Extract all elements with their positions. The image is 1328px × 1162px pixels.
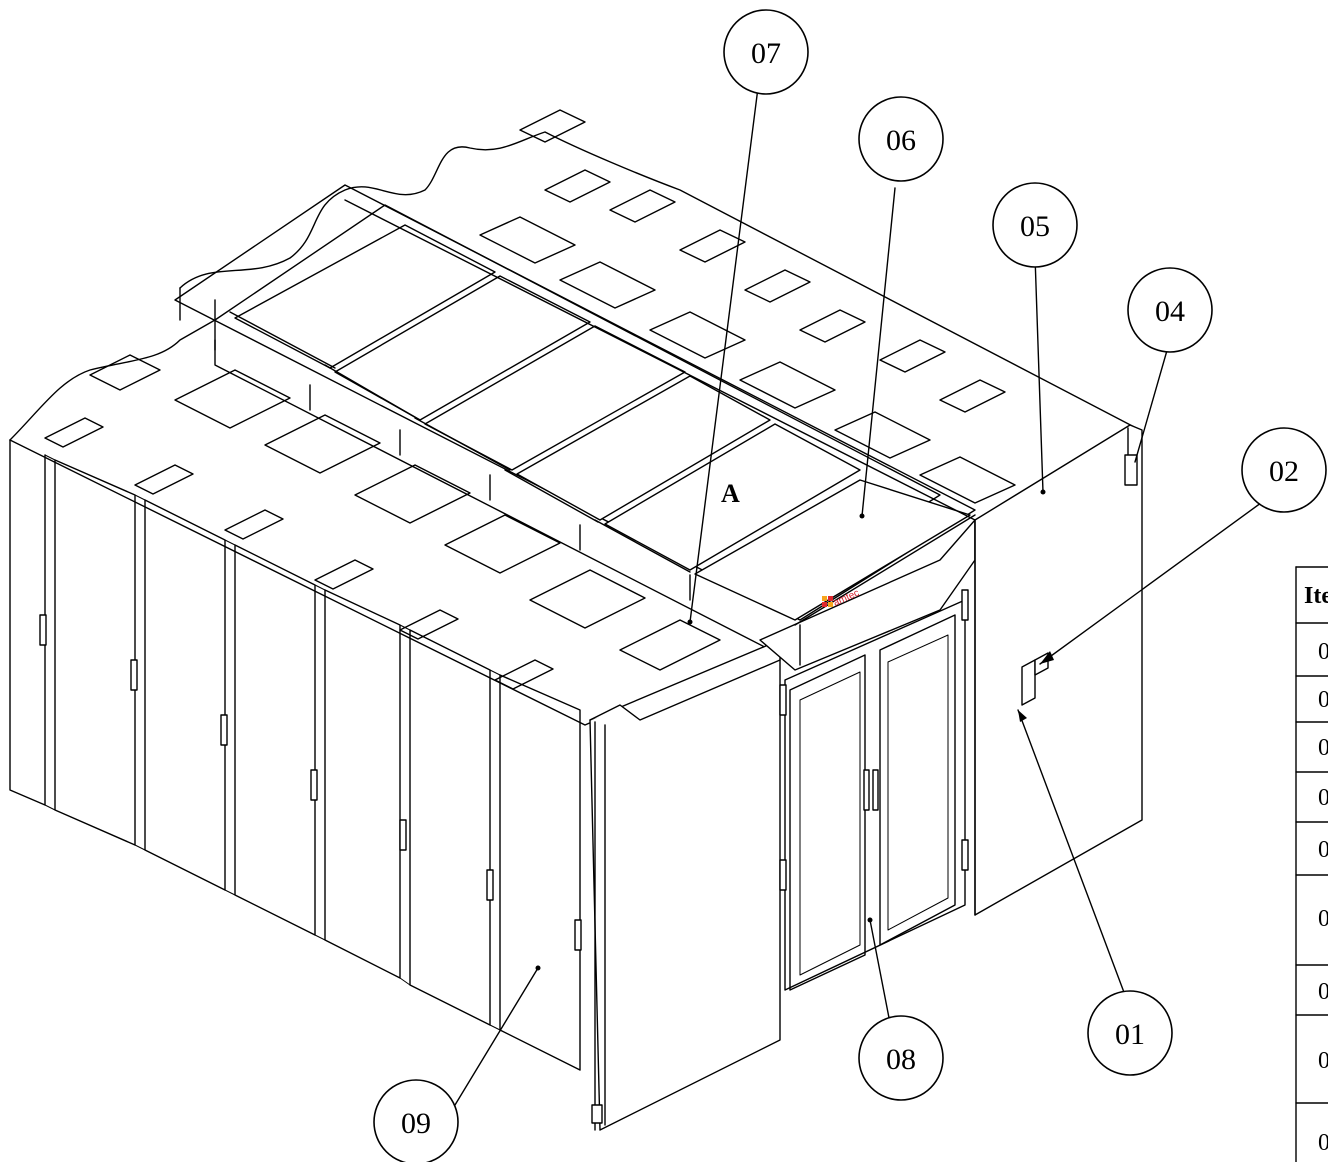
callout-leaders [434, 71, 1266, 1139]
balloon-09-label: 09 [401, 1107, 431, 1140]
balloon-02-label: 02 [1269, 455, 1299, 488]
back-cabinet-row [179, 109, 1141, 504]
roof-ceiling-panels [174, 184, 976, 661]
balloon-04: 04 [1127, 267, 1213, 353]
item-table-row: 0 [1318, 906, 1328, 932]
item-table-header: Ite [1304, 583, 1328, 609]
item-table-row: 0 [1318, 785, 1328, 811]
balloon-07: 07 [723, 9, 809, 95]
item-table-row: 0 [1318, 837, 1328, 863]
item-table-row: 0 [1318, 1130, 1328, 1156]
balloon-07-label: 07 [751, 37, 781, 70]
balloon-09: 09 [373, 1079, 459, 1162]
balloon-05: 05 [992, 182, 1078, 268]
balloon-05-label: 05 [1020, 210, 1050, 243]
balloon-04-label: 04 [1155, 295, 1185, 328]
view-label-a: A [721, 479, 740, 508]
item-table: Ite 0 0 0 0 0 0 0 0 0 [1295, 566, 1328, 1162]
item-table-row: 0 [1318, 735, 1328, 761]
balloon-06: 06 [858, 96, 944, 182]
right-end-panel [974, 424, 1143, 916]
balloon-01: 01 [1087, 990, 1173, 1076]
balloon-02: 02 [1241, 427, 1327, 513]
item-table-row: 0 [1318, 979, 1328, 1005]
item-table-row: 0 [1318, 1048, 1328, 1074]
front-cabinet-doors [9, 439, 781, 1131]
balloon-08-label: 08 [886, 1043, 916, 1076]
balloon-01-label: 01 [1115, 1018, 1145, 1051]
item-table-row: 0 [1318, 687, 1328, 713]
balloon-06-label: 06 [886, 124, 916, 157]
balloon-08: 08 [858, 1015, 944, 1101]
item-table-row: 0 [1318, 639, 1328, 665]
